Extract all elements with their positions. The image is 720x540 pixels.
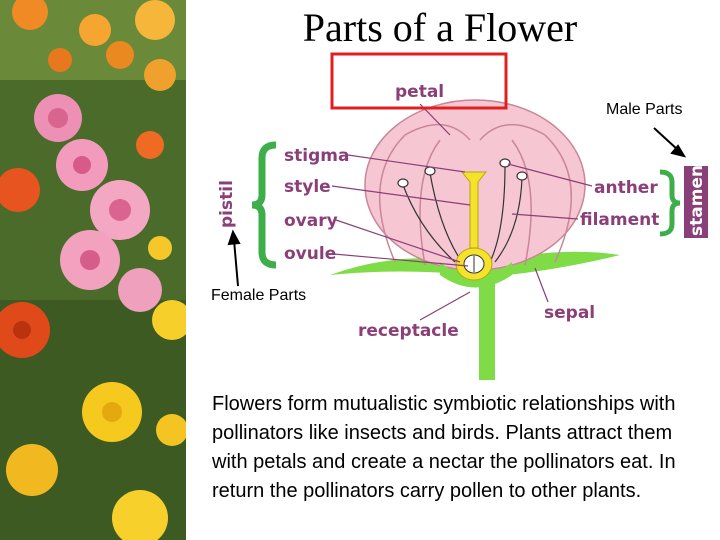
label-stamen: stamen	[687, 165, 707, 236]
stamen-brace	[660, 172, 680, 234]
label-petal: petal	[395, 82, 444, 102]
label-pistil: pistil	[217, 180, 237, 228]
flower-photo	[0, 0, 186, 540]
label-sepal: sepal	[544, 303, 595, 323]
label-ovule: ovule	[284, 244, 336, 264]
label-ovary: ovary	[284, 211, 338, 231]
male-parts-callout: Male Parts	[606, 101, 682, 119]
female-parts-callout: Female Parts	[211, 287, 306, 305]
description-paragraph: Flowers form mutualistic symbiotic relat…	[212, 390, 702, 506]
label-receptacle: receptacle	[358, 321, 459, 341]
label-style: style	[284, 177, 331, 197]
label-anther: anther	[594, 178, 658, 198]
pistil-brace	[252, 145, 276, 265]
flower-diagram: petal stigma style ovary ovule anther fi…	[186, 0, 720, 380]
label-filament: filament	[580, 210, 659, 230]
label-stigma: stigma	[284, 146, 349, 166]
